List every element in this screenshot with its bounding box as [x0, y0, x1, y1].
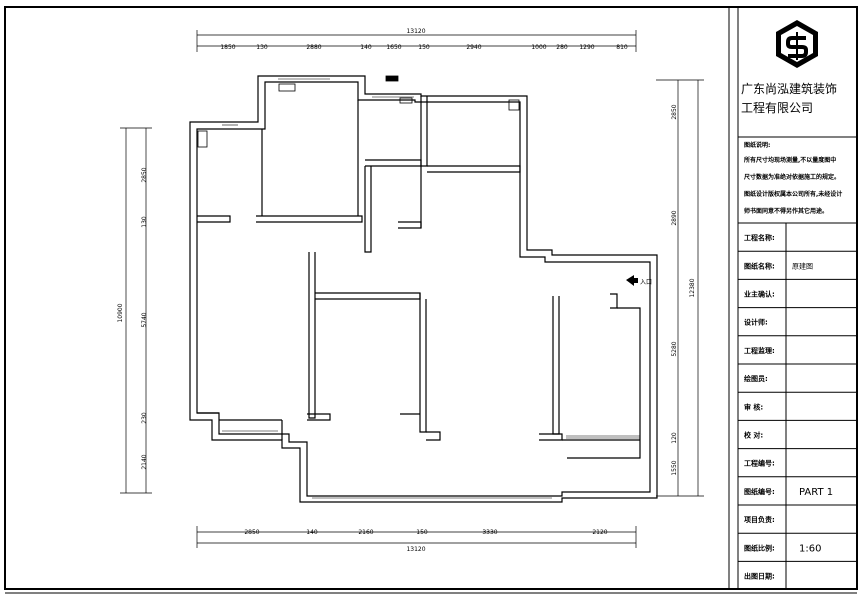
entrance-label: 入口: [640, 279, 652, 286]
dimension-label: 2850: [671, 104, 678, 119]
title-block-label: 绘图员:: [744, 374, 768, 383]
title-block-label: 业主确认:: [744, 290, 775, 299]
dimension-label: 140: [360, 44, 372, 51]
dimension-label: 5740: [141, 312, 148, 327]
dimension-label: 12380: [689, 278, 696, 297]
notes-line: 师书面同意不得另作其它用途。: [744, 207, 828, 215]
dimension-label: 2890: [671, 210, 678, 225]
dimension-label: 2140: [141, 454, 148, 469]
title-block-label: 工程名称:: [744, 233, 775, 242]
dimension-label: 810: [616, 44, 628, 51]
dimension-label: 120: [671, 432, 678, 444]
dimension-label: 2850: [141, 167, 148, 182]
fixture-box: [508, 99, 520, 111]
dimension-label: 230: [141, 412, 148, 424]
title-block-label: 出图日期:: [744, 572, 775, 581]
fixture-box: [197, 130, 208, 148]
dimension-label: 13120: [406, 546, 425, 553]
sheet-border: [4, 6, 858, 590]
title-block-label: 图纸比例:: [744, 543, 775, 552]
dimension-label: 2880: [306, 44, 321, 51]
notes-line: 尺寸数据为准绝对依据施工的规定。: [744, 173, 840, 181]
dimension-label: 130: [141, 216, 148, 228]
notes-line: 图纸设计版权属本公司所有,未经设计: [744, 190, 842, 198]
fixture-box: [278, 83, 296, 92]
dimension-label: 150: [416, 529, 428, 536]
title-block-label: 图纸编号:: [744, 487, 775, 496]
company-name-line2: 工程有限公司: [741, 100, 813, 115]
title-block-label: 工程编号:: [744, 459, 775, 468]
title-block-label: 校 对:: [744, 431, 763, 440]
dimension-label: 130: [256, 44, 268, 51]
title-block-value: 原建图: [792, 261, 813, 270]
dimension-label: 2160: [358, 529, 373, 536]
entrance-marker: 入口: [626, 275, 652, 286]
dimension-label: 3330: [482, 529, 497, 536]
dimension-label: 1550: [671, 460, 678, 475]
title-block-value: 1:60: [799, 543, 821, 554]
dimension-label: 280: [556, 44, 568, 51]
company-name-line1: 广东尚泓建筑装饰: [741, 81, 837, 96]
title-block-label: 工程监理:: [744, 346, 775, 355]
windows: [222, 75, 640, 499]
title-block-label: 设计师:: [744, 318, 768, 327]
dimension-lines: [120, 30, 704, 548]
fixture-box: [399, 97, 413, 104]
dimension-label: 1850: [220, 44, 235, 51]
title-block-label: 项目负责:: [744, 515, 775, 524]
title-block-label: 审 核:: [744, 402, 763, 411]
fixtures: [197, 75, 520, 148]
title-block-label: 图纸名称:: [744, 261, 775, 270]
entrance-arrow-icon: [626, 275, 638, 286]
dimension-label: 150: [418, 44, 430, 51]
title-block: 广东尚泓建筑装饰 工程有限公司 图纸说明: 所有尺寸均现场测量,不以量度图中 尺…: [728, 7, 857, 589]
notes-line: 所有尺寸均现场测量,不以量度图中: [744, 156, 836, 164]
company-logo: [776, 20, 818, 68]
dimension-label: 2850: [244, 529, 259, 536]
title-block-value: PART 1: [799, 487, 833, 498]
dimension-label: 5280: [671, 341, 678, 356]
dimension-label: 1290: [579, 44, 594, 51]
dimension-label: 140: [306, 529, 318, 536]
dimension-label: 13120: [406, 28, 425, 35]
dimension-label: 1650: [386, 44, 401, 51]
dimension-label: 1000: [531, 44, 546, 51]
notes-heading: 图纸说明:: [744, 141, 770, 149]
dimension-label: 2120: [592, 529, 607, 536]
dimension-label: 2940: [466, 44, 481, 51]
dimension-label: 10900: [117, 303, 124, 322]
walls: [189, 75, 658, 503]
fixture-box: [385, 75, 399, 82]
